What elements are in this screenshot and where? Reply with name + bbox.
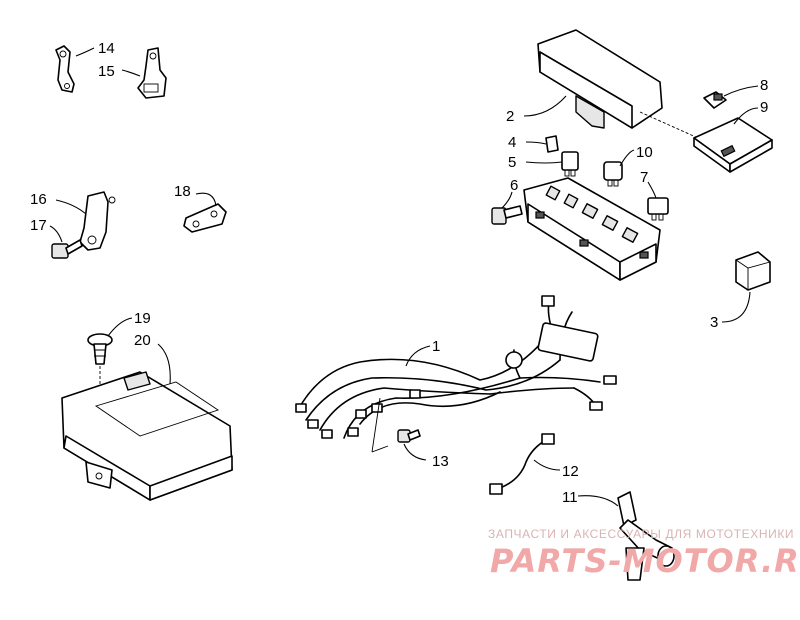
callout-4: 4 <box>508 134 516 151</box>
callout-8: 8 <box>760 77 768 94</box>
callout-10: 10 <box>636 144 653 161</box>
leader-4 <box>525 141 547 145</box>
leader-13 <box>403 443 427 461</box>
part-16-bracket <box>79 191 116 251</box>
callout-19: 19 <box>134 310 151 327</box>
callout-1: 1 <box>432 338 440 355</box>
watermark: ЗАПЧАСТИ И АКСЕССУАРЫ ДЛЯ МОТОТЕХНИКИ PA… <box>488 527 800 580</box>
leader-7 <box>647 181 657 199</box>
watermark-brand: PARTS-MOTOR.RU <box>490 542 800 580</box>
fusebox-base <box>523 177 661 281</box>
part-6-bolt <box>491 205 523 225</box>
callout-6: 6 <box>510 177 518 194</box>
leader-16 <box>55 199 87 215</box>
callout-11: 11 <box>562 489 578 506</box>
part-13-bolt <box>397 429 421 443</box>
leader-2 <box>523 95 567 117</box>
leader-20 <box>157 343 171 385</box>
leader-10 <box>619 149 635 167</box>
part-1-wiring-harness <box>295 295 617 453</box>
part-5-relay <box>561 151 579 177</box>
leader-5 <box>525 161 563 164</box>
leader-6 <box>501 191 513 209</box>
part-11-ignition-switch <box>617 491 675 581</box>
leader-3 <box>721 291 751 323</box>
callout-3: 3 <box>710 314 718 331</box>
part-3-connector <box>735 251 771 291</box>
part-9-label <box>693 117 773 173</box>
callout-5: 5 <box>508 154 516 171</box>
leader-1 <box>405 345 431 367</box>
part-14-bracket <box>55 45 75 93</box>
callout-13: 13 <box>432 453 449 470</box>
part-2-fusebox-cover <box>537 29 663 129</box>
callout-15: 15 <box>98 63 115 80</box>
callout-18: 18 <box>174 183 191 200</box>
leader-15 <box>121 69 141 77</box>
part-19-screw <box>87 333 113 365</box>
callout-12: 12 <box>562 463 579 480</box>
part-17-bolt <box>51 239 83 259</box>
leader-11 <box>577 495 619 507</box>
leader-18 <box>195 192 217 207</box>
leader-17 <box>49 225 63 243</box>
callout-16: 16 <box>30 191 47 208</box>
callout-17: 17 <box>30 217 47 234</box>
leader-8 <box>723 85 759 97</box>
part-8-fuse-puller <box>703 91 727 109</box>
harness-connector-block <box>537 322 599 362</box>
callout-2: 2 <box>506 108 514 125</box>
part-12-sensor-wire <box>489 433 555 495</box>
part-4-fuse <box>545 135 559 153</box>
watermark-caption: ЗАПЧАСТИ И АКСЕССУАРЫ ДЛЯ МОТОТЕХНИКИ <box>488 527 794 541</box>
callout-9: 9 <box>760 99 768 116</box>
part-15-bracket <box>137 47 167 99</box>
part-18-plate <box>183 203 227 233</box>
leader-12 <box>533 459 561 471</box>
part-10-relay <box>603 161 623 187</box>
callout-20: 20 <box>134 332 151 349</box>
callout-7: 7 <box>640 169 648 186</box>
callout-14: 14 <box>98 40 115 57</box>
leader-14 <box>75 47 95 57</box>
leader-19 <box>107 317 133 337</box>
part-7-relay <box>647 197 669 221</box>
part-20-control-unit <box>61 371 233 501</box>
assembly-line-9 <box>639 111 699 139</box>
leader-9 <box>733 107 759 125</box>
